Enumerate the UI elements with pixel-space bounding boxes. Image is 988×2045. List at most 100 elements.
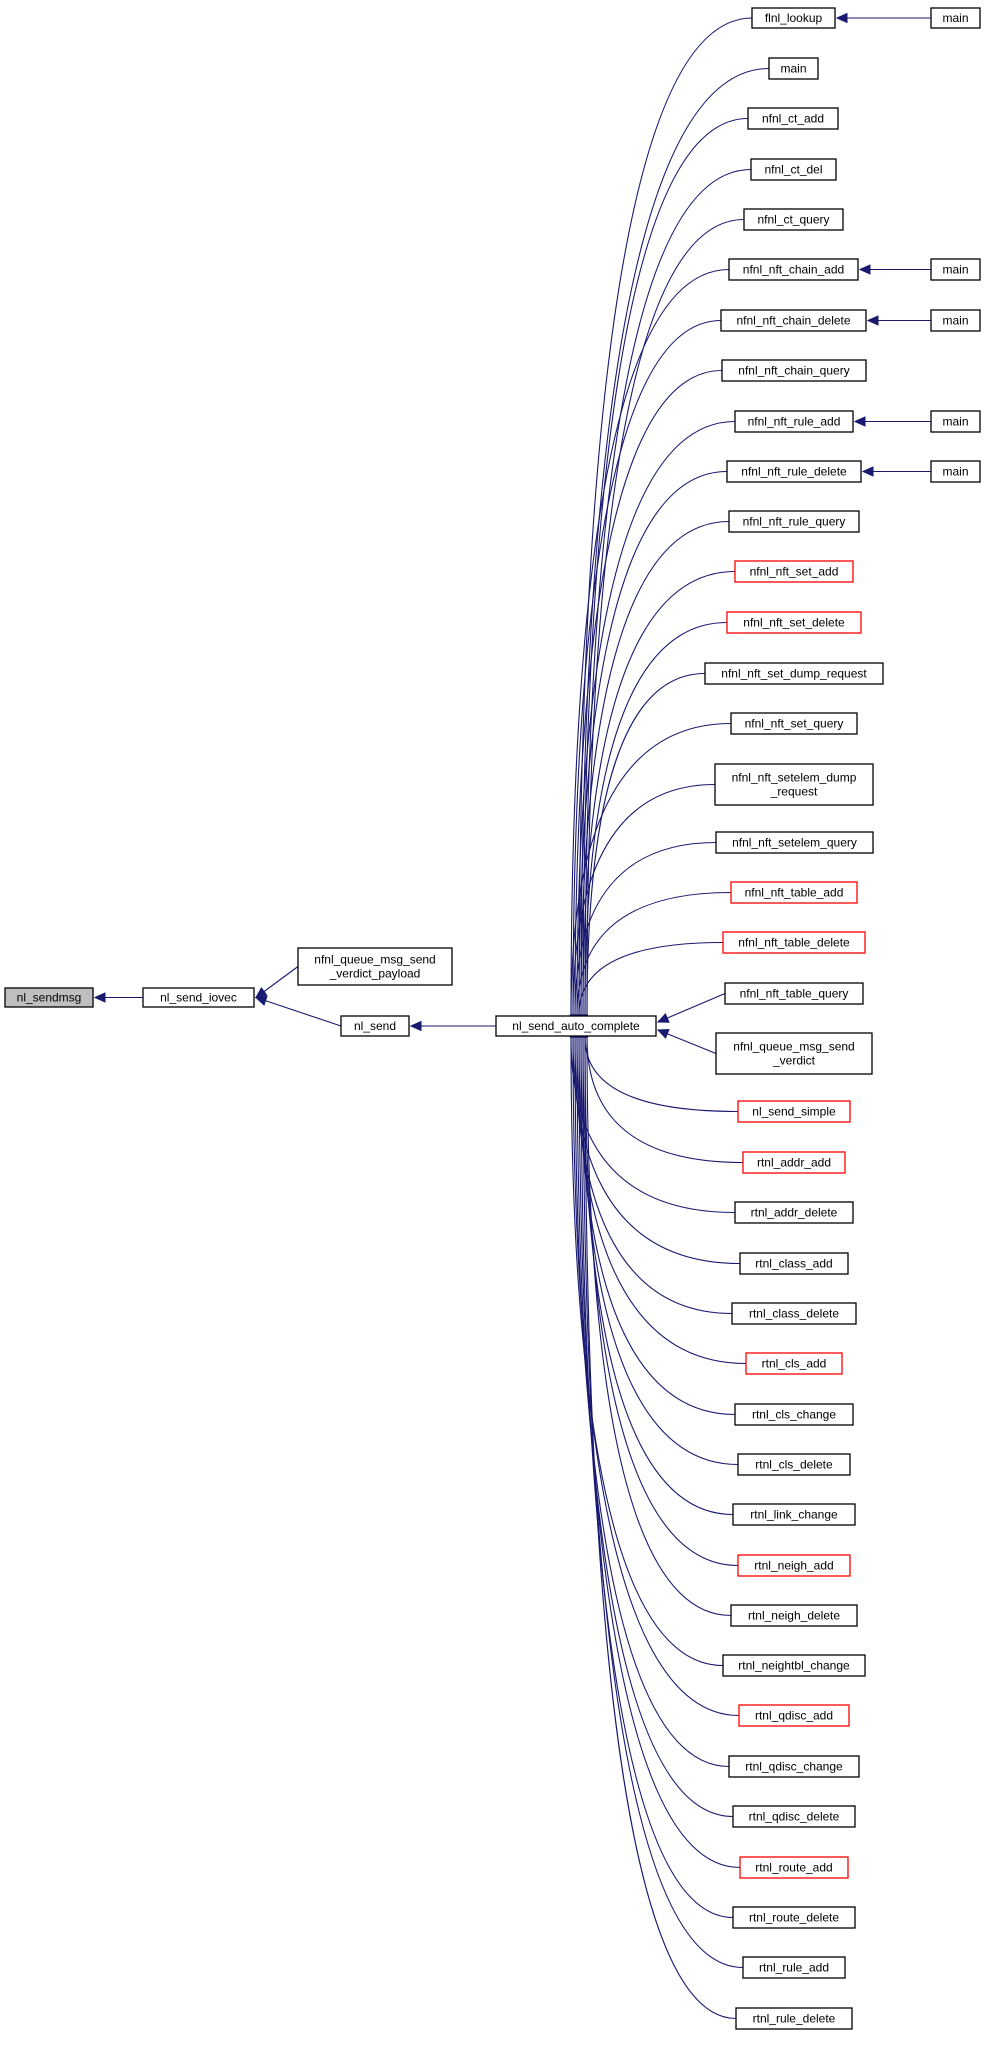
node-label: main <box>942 314 968 328</box>
call-edge-rtnl_rule_add-to-nl_send_auto_complete <box>582 1037 744 1969</box>
node-rtnl-cls-add[interactable]: rtnl_cls_add <box>745 1352 843 1375</box>
node-box <box>715 1032 873 1075</box>
node-label: nfnl_ct_query <box>757 213 829 227</box>
node-nl-send-auto-complete[interactable]: nl_send_auto_complete <box>495 1015 657 1037</box>
node-box <box>142 987 255 1008</box>
node-nfnl-nft-rule-query[interactable]: nfnl_nft_rule_query <box>728 510 860 533</box>
node-box <box>704 662 884 685</box>
node-box <box>721 359 867 382</box>
node-rtnl-addr-add[interactable]: rtnl_addr_add <box>742 1151 846 1174</box>
node-box <box>930 309 981 332</box>
arrowhead <box>93 992 106 1003</box>
node-nfnl-nft-table-add[interactable]: nfnl_nft_table_add <box>730 881 858 904</box>
node-label: nfnl_nft_chain_add <box>743 263 844 277</box>
node-nfnl-nft-chain-query[interactable]: nfnl_nft_chain_query <box>721 359 867 382</box>
node-rtnl-cls-delete[interactable]: rtnl_cls_delete <box>737 1453 851 1476</box>
node-label: nfnl_nft_rule_query <box>743 515 846 529</box>
node-rtnl-qdisc-delete[interactable]: rtnl_qdisc_delete <box>732 1805 856 1828</box>
node-label: nl_send_simple <box>752 1105 836 1119</box>
node-box <box>730 881 858 904</box>
node-nfnl-nft-table-query[interactable]: nfnl_nft_table_query <box>724 982 864 1005</box>
node-main-flnl[interactable]: main <box>930 7 981 29</box>
node-nfnl-nft-table-delete[interactable]: nfnl_nft_table_delete <box>722 931 866 954</box>
node-main-rule-delete[interactable]: main <box>930 460 981 483</box>
arrowhead <box>866 315 879 326</box>
node-rtnl-route-add[interactable]: rtnl_route_add <box>739 1856 849 1879</box>
node-rtnl-link-change[interactable]: rtnl_link_change <box>732 1503 856 1526</box>
node-label: main <box>942 465 968 479</box>
node-label: nfnl_ct_add <box>762 112 824 126</box>
node-label: rtnl_neigh_add <box>754 1559 833 1573</box>
node-box <box>734 1403 854 1426</box>
node-flnl-lookup[interactable]: flnl_lookup <box>751 7 836 29</box>
node-label: _verdict <box>772 1054 816 1068</box>
node-rtnl-addr-delete[interactable]: rtnl_addr_delete <box>734 1201 854 1224</box>
node-rtnl-qdisc-change[interactable]: rtnl_qdisc_change <box>728 1755 860 1778</box>
node-label: rtnl_route_delete <box>749 1911 839 1925</box>
node-label: nfnl_nft_chain_query <box>738 364 849 378</box>
call-edge-nfnl_ct_add-to-nl_send_auto_complete <box>582 117 749 1015</box>
node-rtnl-class-add[interactable]: rtnl_class_add <box>739 1252 849 1275</box>
node-box <box>734 410 854 433</box>
node-main-chain-add[interactable]: main <box>930 258 981 281</box>
node-nfnl-ct-add[interactable]: nfnl_ct_add <box>747 107 839 130</box>
node-rtnl-qdisc-add[interactable]: rtnl_qdisc_add <box>738 1704 850 1727</box>
node-nl-send[interactable]: nl_send <box>340 1015 410 1037</box>
node-box <box>737 1554 851 1577</box>
node-label: rtnl_qdisc_delete <box>749 1810 840 1824</box>
node-box <box>728 510 860 533</box>
node-rtnl-neightbl-change[interactable]: rtnl_neightbl_change <box>722 1654 866 1677</box>
node-label: main <box>780 62 806 76</box>
node-nl-send-iovec[interactable]: nl_send_iovec <box>142 987 255 1008</box>
call-edge-rtnl_link_change-to-nl_send_auto_complete <box>582 1037 734 1516</box>
call-edge-rtnl_cls_change-to-nl_send_auto_complete <box>578 1037 736 1416</box>
node-box <box>715 831 874 854</box>
node-rtnl-class-delete[interactable]: rtnl_class_delete <box>731 1302 857 1325</box>
node-box <box>747 107 839 130</box>
node-label: rtnl_class_add <box>755 1257 832 1271</box>
call-edge-nfnl_nft_chain_query-to-nl_send_auto_complete <box>574 369 723 1015</box>
node-rtnl-cls-change[interactable]: rtnl_cls_change <box>734 1403 854 1426</box>
node-main[interactable]: main <box>768 57 819 80</box>
node-rtnl-neigh-delete[interactable]: rtnl_neigh_delete <box>730 1604 858 1627</box>
node-label: rtnl_cls_add <box>762 1357 827 1371</box>
node-label: rtnl_route_add <box>755 1861 832 1875</box>
node-nfnl-nft-setelem-dump-request[interactable]: nfnl_nft_setelem_dump_request <box>714 763 874 806</box>
node-nfnl-nft-rule-delete[interactable]: nfnl_nft_rule_delete <box>726 460 862 483</box>
arrowhead <box>656 1029 670 1039</box>
node-nl-send-simple[interactable]: nl_send_simple <box>737 1100 851 1123</box>
node-nfnl-ct-del[interactable]: nfnl_ct_del <box>750 158 837 181</box>
node-nfnl-nft-setelem-query[interactable]: nfnl_nft_setelem_query <box>715 831 874 854</box>
node-box <box>930 410 981 433</box>
node-rtnl-rule-add[interactable]: rtnl_rule_add <box>742 1956 846 1979</box>
node-nfnl-queue-msg-send-verdict-payload[interactable]: nfnl_queue_msg_send_verdict_payload <box>297 947 453 986</box>
arrowhead <box>254 995 268 1006</box>
arrowhead <box>255 987 268 999</box>
node-box <box>742 1956 846 1979</box>
node-main-chain-delete[interactable]: main <box>930 309 981 332</box>
call-edge-nfnl_nft_setelem_query-to-nl_send_auto_complete <box>574 841 717 1015</box>
node-nfnl-ct-query[interactable]: nfnl_ct_query <box>743 208 844 231</box>
call-edge-rtnl_qdisc_delete-to-nl_send_auto_complete <box>576 1037 734 1818</box>
node-nfnl-nft-set-delete[interactable]: nfnl_nft_set_delete <box>726 611 862 634</box>
node-nfnl-nft-chain-add[interactable]: nfnl_nft_chain_add <box>728 258 859 281</box>
node-nfnl-nft-chain-delete[interactable]: nfnl_nft_chain_delete <box>720 309 867 332</box>
node-nfnl-queue-msg-send-verdict[interactable]: nfnl_queue_msg_send_verdict <box>715 1032 873 1075</box>
node-label: rtnl_addr_add <box>757 1156 831 1170</box>
node-nfnl-nft-rule-add[interactable]: nfnl_nft_rule_add <box>734 410 854 433</box>
node-rtnl-route-delete[interactable]: rtnl_route_delete <box>732 1906 856 1929</box>
node-rtnl-rule-delete[interactable]: rtnl_rule_delete <box>735 2007 853 2030</box>
node-label: nfnl_nft_set_dump_request <box>721 667 867 681</box>
node-rtnl-neigh-add[interactable]: rtnl_neigh_add <box>737 1554 851 1577</box>
node-main-rule-add[interactable]: main <box>930 410 981 433</box>
node-box <box>722 931 866 954</box>
node-box <box>4 987 94 1008</box>
node-nfnl-nft-set-query[interactable]: nfnl_nft_set_query <box>730 712 858 735</box>
node-box <box>750 158 837 181</box>
node-label: nfnl_nft_set_query <box>745 717 844 731</box>
node-nfnl-nft-set-dump-request[interactable]: nfnl_nft_set_dump_request <box>704 662 884 685</box>
arrowhead <box>409 1020 422 1032</box>
call-edge-nl_send_simple-to-nl_send_auto_complete <box>584 1037 739 1113</box>
node-nfnl-nft-set-add[interactable]: nfnl_nft_set_add <box>734 560 854 583</box>
node-label: rtnl_addr_delete <box>751 1206 838 1220</box>
